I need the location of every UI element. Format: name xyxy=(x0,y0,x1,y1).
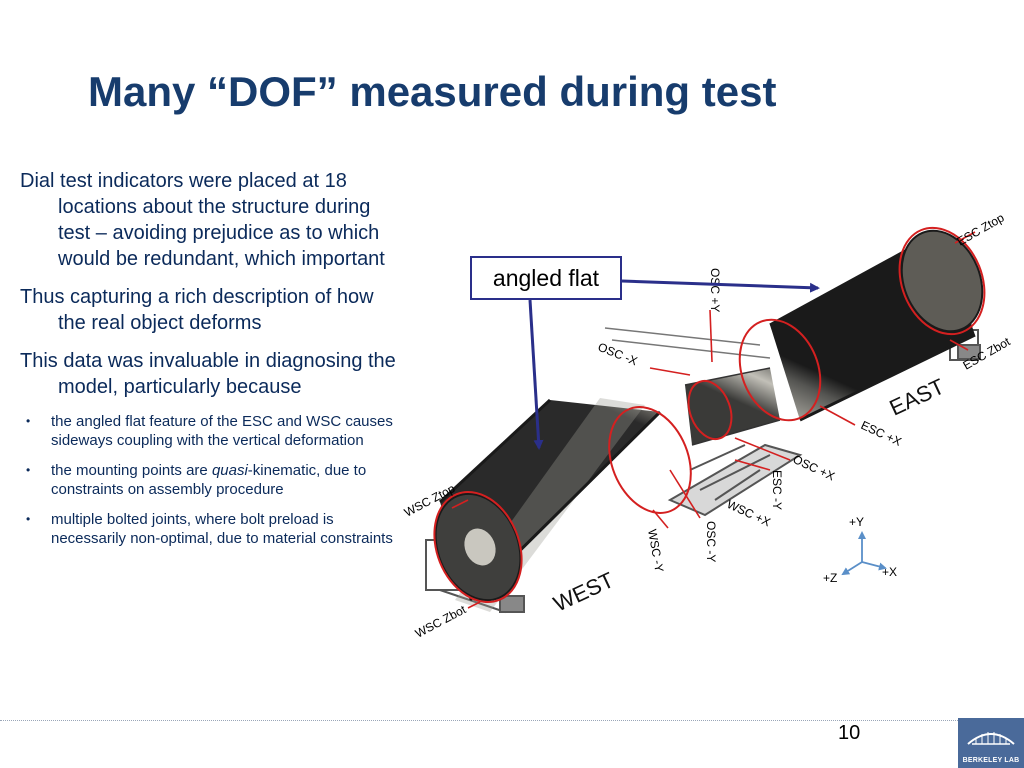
paragraph-invaluable: This data was invaluable in diagnosing t… xyxy=(20,350,396,398)
label-osc-my: OSC -Y xyxy=(704,521,718,562)
slide-title: Many “DOF” measured during test xyxy=(88,68,777,115)
label-wsc-my: WSC -Y xyxy=(645,528,666,573)
middle-ellipse xyxy=(687,379,733,441)
label-osc-py: OSC +Y xyxy=(708,268,722,312)
logo-text: BERKELEY LAB xyxy=(962,757,1020,764)
berkeley-lab-logo: BERKELEY LAB xyxy=(958,718,1024,768)
bullet-text: the angled flat feature of the ESC and W… xyxy=(51,413,393,449)
body-text: Dial test indicators were placed at 18 l… xyxy=(20,168,400,559)
angled-flat-callout: angled flat xyxy=(470,256,622,300)
axis-label-y: +Y xyxy=(849,515,864,529)
center-truss xyxy=(604,327,803,517)
bullet-bolted-joints: • multiple bolted joints, where bolt prel… xyxy=(20,510,400,548)
label-esc-my: ESC -Y xyxy=(770,470,784,510)
label-west: WEST xyxy=(550,567,618,617)
label-wsc-zbot: WSC Zbot xyxy=(413,602,469,640)
callout-arrow-east xyxy=(621,279,820,293)
callout-arrow-west xyxy=(528,299,544,450)
paragraph-capturing: Thus capturing a rich description of how… xyxy=(20,286,374,334)
measurement-leader-lines xyxy=(451,231,976,609)
east-end-ellipse xyxy=(898,226,986,336)
label-esc-ztop: ESC Ztop xyxy=(955,210,1007,248)
east-mid-ellipse xyxy=(738,318,822,422)
paragraph-indicators: Dial test indicators were placed at 18 l… xyxy=(20,170,385,270)
label-wsc-px: WSC +X xyxy=(725,497,773,529)
label-osc-mx: OSC -X xyxy=(596,340,640,368)
label-esc-px: ESC +X xyxy=(859,418,904,449)
bullet-text-emphasis: quasi xyxy=(211,462,248,479)
west-mid-ellipse xyxy=(608,406,692,514)
east-end-cap xyxy=(900,229,984,333)
west-band-ellipse xyxy=(433,490,523,604)
bullet-dot-icon: • xyxy=(26,512,31,526)
axis-label-x: +X xyxy=(882,565,897,579)
footer-divider xyxy=(0,720,1024,721)
axis-triad xyxy=(841,531,887,576)
axis-label-z: +Z xyxy=(823,571,837,585)
bullet-text-post: -kinematic, due to constraints on assemb… xyxy=(51,462,367,498)
lab-building-icon xyxy=(967,732,1015,745)
bullet-angled-flat: • the angled flat feature of the ESC and … xyxy=(20,412,400,450)
bullet-mounting-points: • the mounting points are quasi-kinematic… xyxy=(20,461,400,499)
bullet-dot-icon: • xyxy=(26,414,31,428)
page-number: 10 xyxy=(838,722,861,744)
bullet-list: • the angled flat feature of the ESC and … xyxy=(20,412,400,548)
bullet-text-pre: the mounting points are xyxy=(51,462,212,479)
label-east: EAST xyxy=(886,374,949,421)
structure-figure: ESC Ztop ESC Zbot OSC +Y OSC -X ESC +X O… xyxy=(402,210,1013,640)
bullet-text: multiple bolted joints, where bolt prelo… xyxy=(51,511,393,547)
bullet-dot-icon: • xyxy=(26,463,31,477)
label-osc-px: OSC +X xyxy=(791,452,837,483)
middle-tube xyxy=(684,367,781,446)
